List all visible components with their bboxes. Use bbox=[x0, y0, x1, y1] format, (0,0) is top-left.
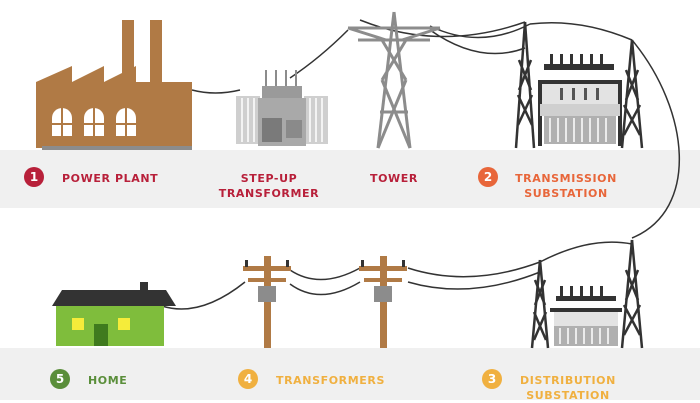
label-transmission-substation: TRANSMISSION SUBSTATION bbox=[510, 171, 622, 201]
line-pole2-to-pole1-a bbox=[289, 267, 361, 281]
label-home: HOME bbox=[88, 374, 128, 387]
label-step-up-line1: STEP-UP bbox=[240, 172, 298, 185]
label-tower: TOWER bbox=[370, 172, 418, 185]
step-badge-2: 2 bbox=[478, 167, 498, 187]
top-label-band bbox=[0, 150, 700, 208]
label-step-up-transformer: STEP-UP TRANSFORMER bbox=[214, 171, 324, 201]
bottom-label-band bbox=[0, 348, 700, 400]
line-dist-to-pole-b bbox=[407, 271, 541, 290]
label-distribution-substation: DISTRIBUTION SUBSTATION bbox=[512, 373, 624, 403]
line-pole1-to-home bbox=[161, 281, 246, 310]
label-transmission-line2: SUBSTATION bbox=[524, 187, 608, 200]
power-plant-icon bbox=[36, 20, 192, 150]
home-icon bbox=[52, 282, 176, 346]
label-transformers: TRANSFORMERS bbox=[276, 374, 386, 387]
utility-pole-icon bbox=[359, 256, 407, 348]
utility-pole-icon bbox=[243, 256, 291, 348]
line-dist-top bbox=[539, 241, 633, 263]
label-transmission-line1: TRANSMISSION bbox=[515, 172, 617, 185]
line-tower-to-substation-c bbox=[429, 29, 526, 55]
transmission-tower-icon bbox=[347, 11, 441, 149]
substation-icon bbox=[530, 239, 644, 349]
step-badge-3: 3 bbox=[482, 369, 502, 389]
power-lines bbox=[161, 19, 681, 310]
label-power-plant: POWER PLANT bbox=[62, 172, 159, 185]
step-badge-5: 5 bbox=[50, 369, 70, 389]
line-substation-to-tower-right bbox=[529, 21, 633, 41]
line-long-curve bbox=[631, 39, 681, 239]
line-tower-to-substation-b bbox=[429, 23, 531, 39]
step-badge-4: 4 bbox=[238, 369, 258, 389]
label-distribution-line2: SUBSTATION bbox=[526, 389, 610, 402]
substation-icon bbox=[514, 21, 644, 149]
line-plant-to-transformer bbox=[191, 89, 241, 94]
label-distribution-line1: DISTRIBUTION bbox=[520, 374, 616, 387]
line-transformer-to-tower bbox=[289, 29, 349, 79]
step-up-transformer-icon bbox=[236, 70, 328, 146]
step-badge-1: 1 bbox=[24, 167, 44, 187]
label-step-up-line2: TRANSFORMER bbox=[218, 187, 320, 200]
line-dist-to-pole-a bbox=[407, 261, 541, 278]
line-pole2-to-pole1-b bbox=[289, 281, 361, 296]
